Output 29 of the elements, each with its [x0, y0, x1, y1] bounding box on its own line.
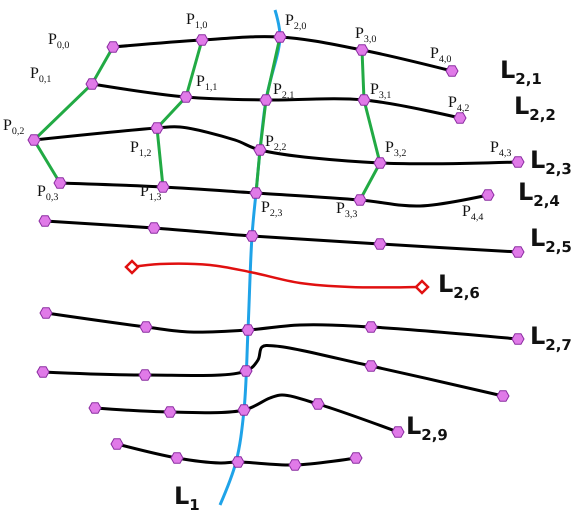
point-label: P$_{3,0}$	[355, 26, 376, 46]
point-label: P$_{1,3}$	[140, 184, 162, 204]
point-label: P$_{4,3}$	[490, 140, 512, 160]
point-label: P$_{3,2}$	[385, 140, 406, 160]
point-label: P$_{1,1}$	[196, 74, 218, 94]
curve-label: L$_{1}$	[174, 484, 200, 513]
point-label: P$_{0,0}$	[48, 32, 70, 52]
point-label: P$_{2,1}$	[273, 82, 294, 102]
point-label: P$_{2,3}$	[261, 200, 282, 220]
curve-label: L$_{2,1}$	[500, 58, 542, 87]
curve-label: L$_{2,3}$	[530, 148, 572, 177]
point-label: P$_{3,3}$	[336, 201, 358, 220]
point-label: P$_{3,1}$	[370, 82, 392, 102]
point-label: P$_{0,3}$	[37, 184, 58, 204]
curve-label: L$_{2,5}$	[530, 226, 572, 255]
point-label: P$_{1,2}$	[130, 140, 152, 160]
curve-label: L$_{2,6}$	[438, 272, 480, 301]
curve-label: L$_{2,2}$	[514, 94, 556, 123]
point-label: P$_{0,1}$	[30, 66, 52, 86]
point-label: P$_{4,4}$	[462, 204, 484, 224]
point-label: P$_{2,2}$	[265, 134, 286, 154]
point-label: P$_{4,2}$	[448, 95, 470, 114]
curve-label: L$_{2,9}$	[406, 414, 448, 443]
point-label: P$_{1,0}$	[186, 12, 208, 32]
point-label: P$_{4,0}$	[430, 46, 452, 66]
curve-label: L$_{2,7}$	[530, 324, 572, 353]
point-label: P$_{0,2}$	[3, 118, 24, 138]
point-label: P$_{2,0}$	[285, 13, 306, 32]
curve-label: L$_{2,4}$	[518, 180, 560, 209]
